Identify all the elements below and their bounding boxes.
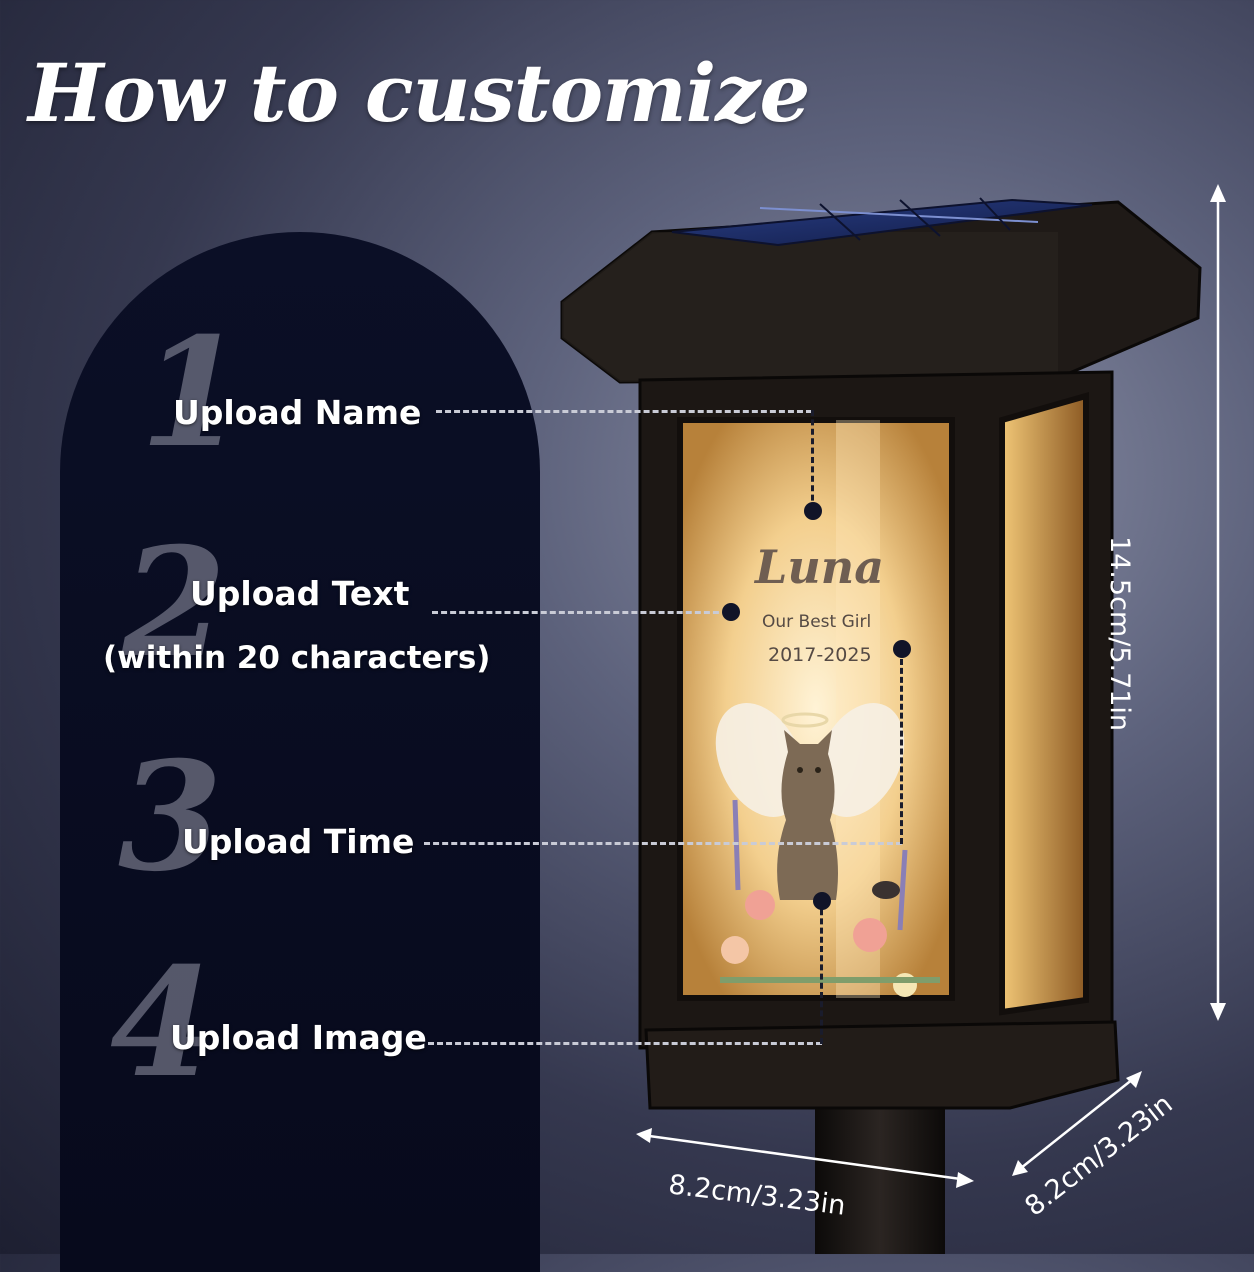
step-1-number: 1 bbox=[140, 305, 245, 481]
step-2-label: Upload Text bbox=[190, 574, 410, 613]
leader-line-time bbox=[424, 842, 902, 845]
plate-custom-text: Our Best Girl bbox=[762, 612, 872, 632]
leader-line-image-vertical bbox=[820, 900, 823, 1044]
image-marker-dot bbox=[813, 892, 831, 910]
lamp-roof-front bbox=[562, 232, 1058, 382]
plate-name-text: Luna bbox=[755, 540, 885, 594]
solar-panel bbox=[671, 198, 1093, 247]
depth-arrow bbox=[1015, 1074, 1139, 1173]
plate-time-text: 2017-2025 bbox=[768, 644, 872, 666]
leader-line-text bbox=[432, 611, 728, 614]
step-4-number: 4 bbox=[110, 935, 215, 1111]
time-marker-dot bbox=[893, 640, 911, 658]
step-3-number: 3 bbox=[118, 729, 223, 905]
cat-memorial-image bbox=[715, 703, 940, 997]
step-4-label: Upload Image bbox=[170, 1018, 427, 1057]
step-2-number: 2 bbox=[122, 515, 227, 691]
lamp-side-glass bbox=[999, 392, 1089, 1016]
width-arrow bbox=[641, 1133, 969, 1182]
page-title: How to customize bbox=[28, 46, 810, 140]
leader-line-image bbox=[428, 1042, 822, 1045]
name-marker-dot bbox=[804, 502, 822, 520]
step-3-label: Upload Time bbox=[182, 822, 415, 861]
lamp-pole bbox=[815, 1085, 945, 1254]
leader-line-name-vertical bbox=[811, 410, 814, 510]
text-marker-dot bbox=[722, 603, 740, 621]
height-dimension-label: 14.5cm/5.71in bbox=[1104, 535, 1136, 732]
step-1-label: Upload Name bbox=[173, 393, 422, 432]
steps-panel bbox=[60, 232, 540, 1272]
leader-line-time-vertical bbox=[900, 650, 903, 844]
step-2-sublabel: (within 20 characters) bbox=[103, 640, 491, 676]
leader-line-name bbox=[436, 410, 812, 413]
